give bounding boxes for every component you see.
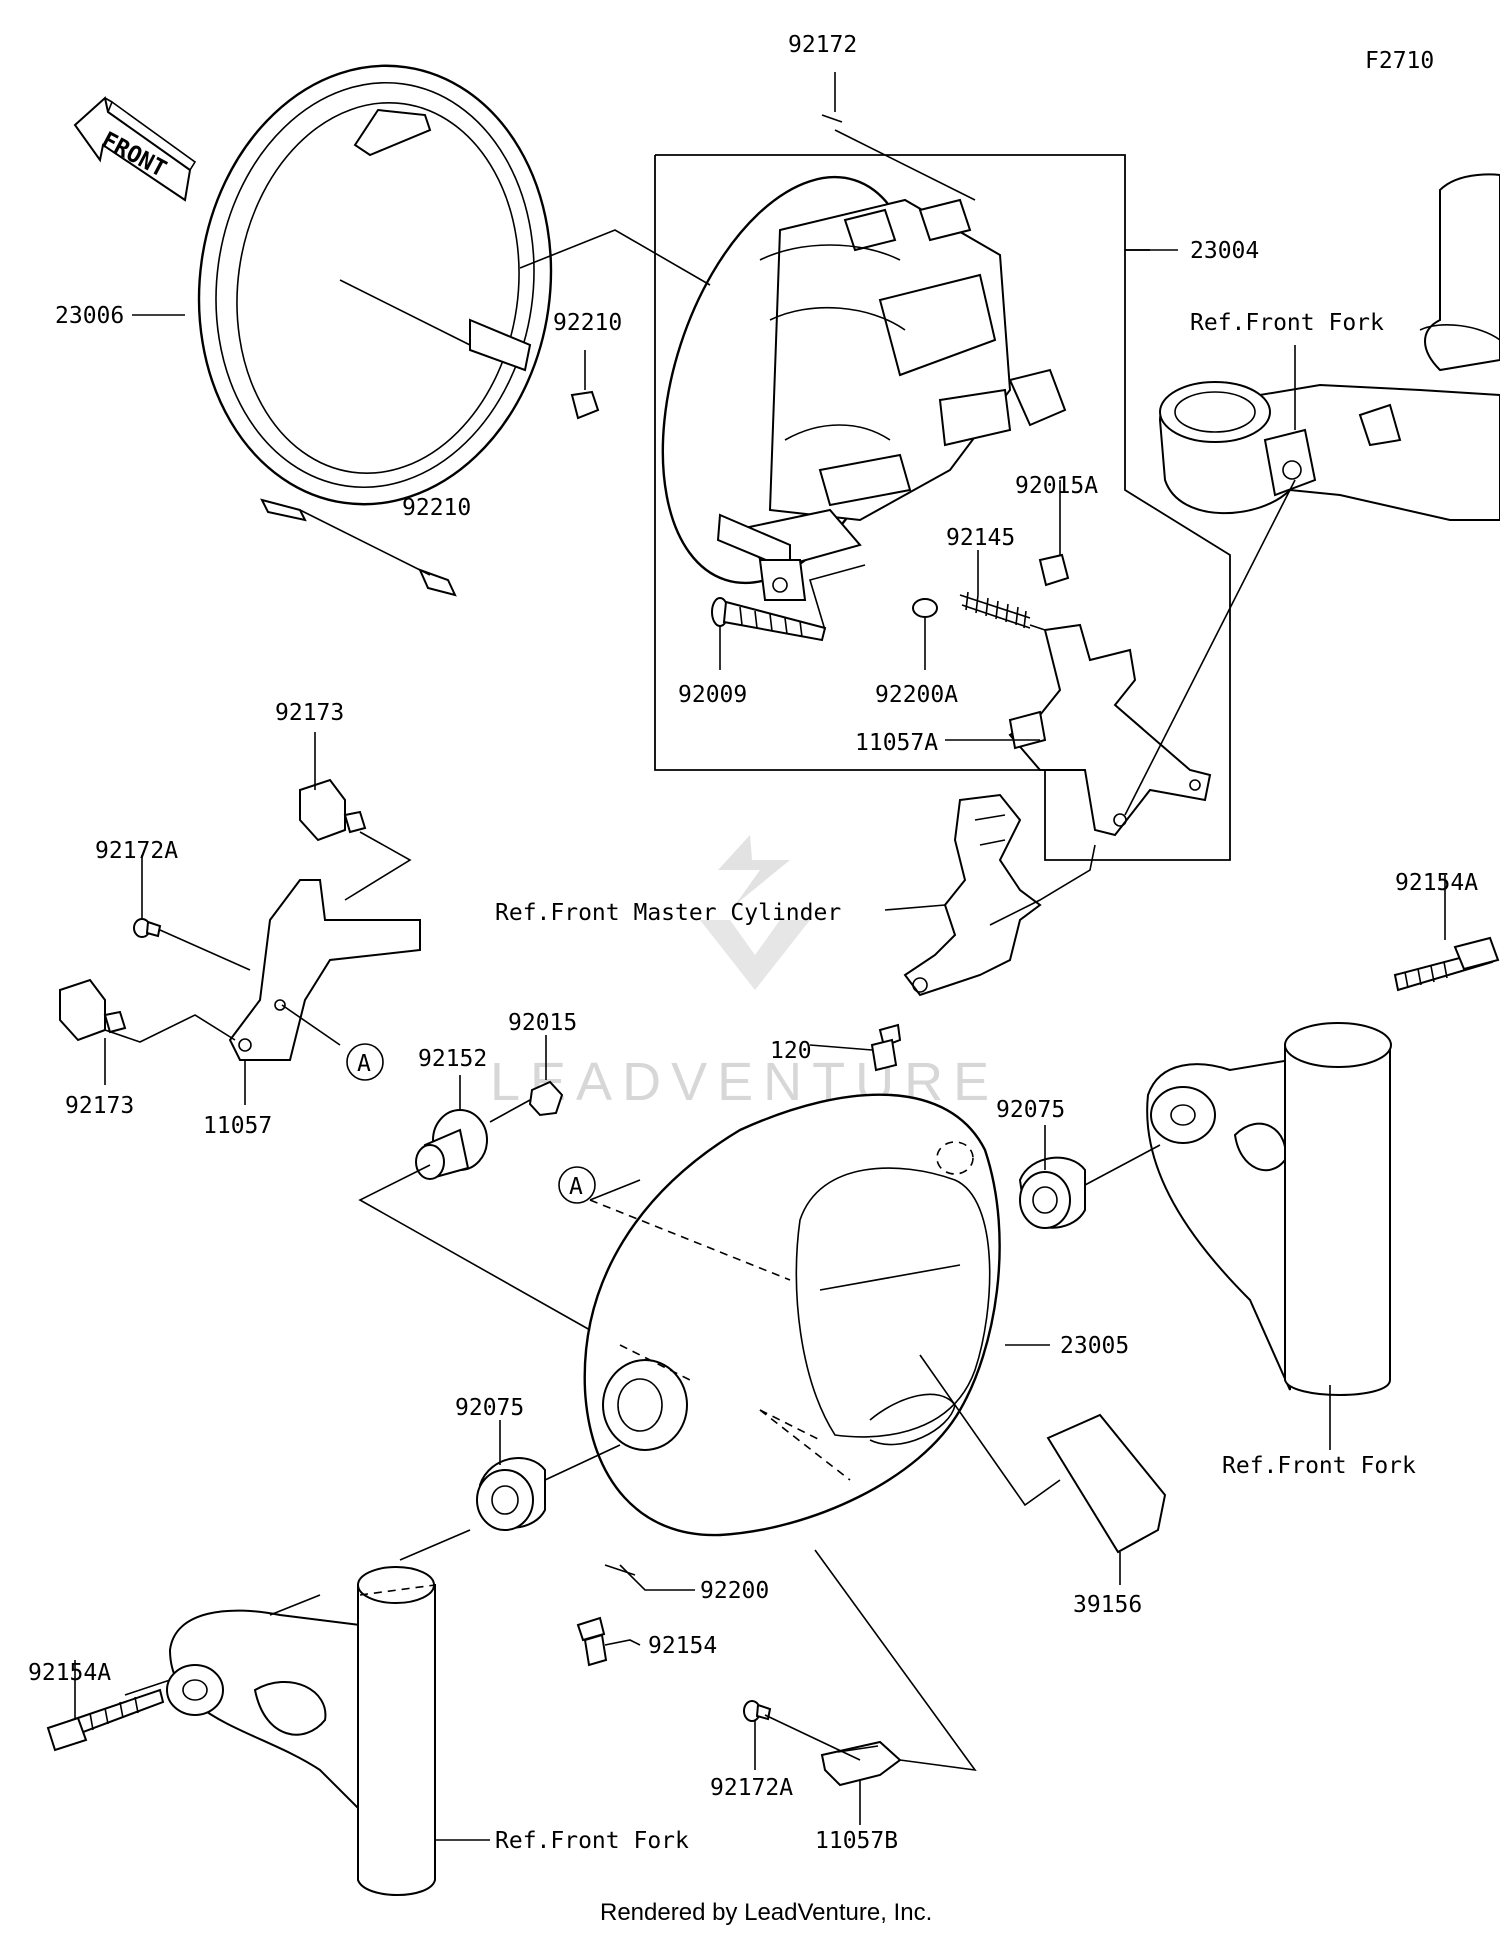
label-92154A-left: 92154A	[28, 1660, 111, 1686]
label-92210-a: 92210	[553, 310, 622, 336]
callout-a-housing: A	[558, 1166, 596, 1204]
front-fork-right	[1146, 1022, 1392, 1396]
label-11057A: 11057A	[855, 730, 938, 756]
label-92075-right: 92075	[996, 1097, 1065, 1123]
grommet-92075-right	[1018, 1156, 1086, 1229]
label-92154: 92154	[648, 1633, 717, 1659]
label-92200: 92200	[700, 1578, 769, 1604]
part-labels: 92172 23004 23006 92210 92210 92015A 921…	[28, 32, 1478, 1854]
grommet-92075-left	[476, 1457, 546, 1531]
bolt-92154	[576, 1616, 608, 1667]
ref-front-fork-right: Ref.Front Fork	[1222, 1453, 1416, 1479]
callout-a-housing-label: A	[569, 1174, 583, 1200]
clip-11057B	[820, 1740, 902, 1787]
figure-code: F2710	[1365, 48, 1434, 74]
nut-92015A	[1038, 553, 1070, 587]
render-credit: Rendered by LeadVenture, Inc.	[600, 1899, 932, 1926]
ref-front-fork-top: Ref.Front Fork	[1190, 310, 1384, 336]
leader-lines	[74, 72, 1446, 1841]
screw-92172A-bottom	[743, 1700, 772, 1722]
nut-92015	[528, 1080, 564, 1117]
label-92210-b: 92210	[402, 495, 471, 521]
bolt-92154A-right	[1393, 936, 1500, 992]
watermark-flame-icon	[718, 835, 790, 905]
screw-92009	[711, 597, 827, 642]
watermark-v-icon	[700, 920, 810, 990]
callout-a-top: A	[346, 1043, 384, 1081]
label-23005: 23005	[1060, 1333, 1129, 1359]
headlight-unit	[661, 175, 1067, 601]
label-92172A-left: 92172A	[95, 838, 178, 864]
headlight-rim	[197, 64, 553, 522]
front-arrow-icon: FRONT	[73, 96, 197, 202]
ref-front-fork-bottom: Ref.Front Fork	[495, 1828, 689, 1854]
label-11057B: 11057B	[815, 1828, 898, 1854]
reference-labels: Ref.Front Fork Ref.Front Master Cylinder…	[495, 310, 1416, 1854]
front-fork-left	[166, 1566, 436, 1896]
label-92015A: 92015A	[1015, 473, 1098, 499]
label-92015: 92015	[508, 1010, 577, 1036]
label-92173-top: 92173	[275, 700, 344, 726]
label-39156: 39156	[1073, 1592, 1142, 1618]
bracket-11057	[228, 879, 421, 1061]
label-11057: 11057	[203, 1113, 272, 1139]
bolt-120	[870, 1023, 902, 1072]
washer-92200A	[912, 598, 938, 618]
bracket-11057A	[1008, 623, 1212, 837]
spring-92145	[959, 591, 1031, 629]
headlight-kit-frame	[654, 154, 1231, 861]
label-92173-bottom: 92173	[65, 1093, 134, 1119]
label-92172-top: 92172	[788, 32, 857, 58]
label-23004: 23004	[1190, 238, 1259, 264]
nut-92210-a	[570, 390, 600, 420]
label-92200A: 92200A	[875, 682, 958, 708]
label-39156	[1046, 1413, 1167, 1554]
callout-a-top-label: A	[357, 1051, 371, 1077]
hidden-lines	[359, 1141, 974, 1596]
label-92075-left: 92075	[455, 1395, 524, 1421]
switch-92173-bottom	[59, 978, 127, 1042]
switch-92173-top	[299, 778, 367, 842]
label-92172A-bottom: 92172A	[710, 1775, 793, 1801]
screw-92172A-left	[133, 918, 162, 938]
label-92145: 92145	[946, 525, 1015, 551]
label-23006: 23006	[55, 303, 124, 329]
nut-92210-b	[418, 568, 457, 597]
front-fork-upper-clamp	[1158, 173, 1500, 521]
bolt-92154A-left	[46, 1688, 165, 1752]
front-master-cylinder-bracket	[903, 793, 1042, 997]
headlight-housing	[583, 1093, 1001, 1537]
ref-front-master-cylinder: Ref.Front Master Cylinder	[495, 900, 841, 926]
collar-92152	[415, 1109, 488, 1180]
label-120: 120	[770, 1038, 812, 1064]
label-92154A-right: 92154A	[1395, 870, 1478, 896]
label-92009: 92009	[678, 682, 747, 708]
washer-92200	[604, 1564, 636, 1576]
label-92152: 92152	[418, 1046, 487, 1072]
